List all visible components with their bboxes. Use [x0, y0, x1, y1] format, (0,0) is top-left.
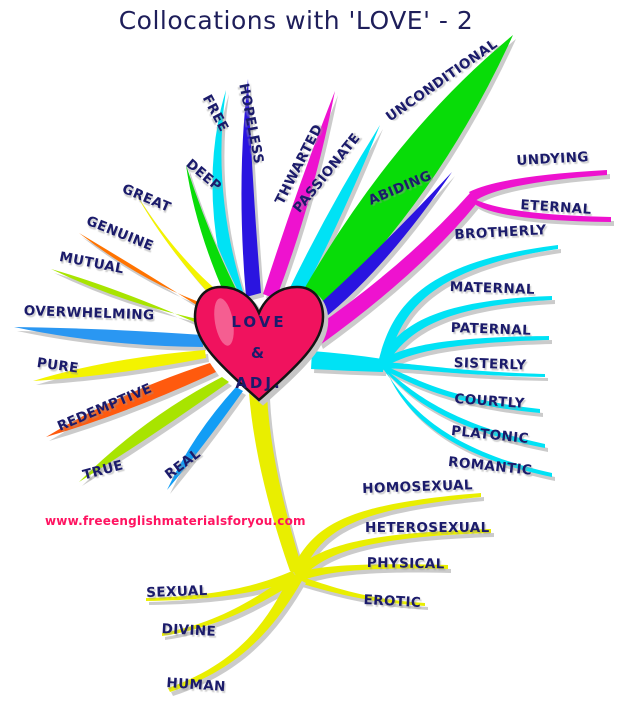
deep-branch: [186, 165, 239, 300]
undying-arm: [469, 170, 607, 201]
free-branch: [212, 90, 245, 303]
maternal-arm: [379, 296, 552, 364]
sisterly-arm: [379, 362, 545, 377]
brotherly-arm: [379, 245, 558, 363]
label-physical: PHYSICAL: [366, 555, 445, 573]
abiding-branch: [305, 172, 452, 327]
sexual-arm: [146, 571, 298, 601]
heart-highlight: [214, 298, 234, 346]
divine-arm: [162, 573, 298, 636]
bottom-trunk: [249, 393, 305, 577]
human-arm: [168, 573, 303, 692]
heart-word-love: LOVE: [231, 313, 287, 331]
heart-word-adj: ADJ.: [235, 374, 283, 392]
thwarted-branch: [263, 91, 335, 299]
eternal-arm: [472, 198, 611, 222]
hopeless-branch: [241, 79, 261, 297]
overwhelming-branch: [14, 327, 203, 347]
family-fan-trunk: [311, 351, 383, 372]
real-branch: [167, 387, 243, 490]
erotic-arm: [295, 575, 425, 606]
undying-eternal-trunk: [313, 193, 477, 345]
mutual-branch: [51, 269, 213, 328]
homosexual-arm: [292, 493, 481, 577]
unconditional-branch: [295, 35, 513, 318]
true-branch: [79, 377, 229, 482]
label-heterosexual: HETEROSEXUAL: [365, 520, 490, 536]
label-maternal: MATERNAL: [449, 279, 536, 298]
center-heart: [193, 285, 325, 402]
paternal-arm: [379, 336, 549, 367]
courtly-arm: [379, 364, 540, 413]
watermark: www.freeenglishmaterialsforyou.com: [45, 514, 306, 528]
passionate-branch: [284, 125, 380, 307]
label-paternal: PATERNAL: [450, 320, 532, 339]
heart-ampersand: &: [250, 344, 268, 362]
heterosexual-arm: [293, 529, 491, 579]
redemptive-branch: [46, 363, 216, 437]
label-erotic: EROTIC: [363, 592, 422, 611]
label-sisterly: SISTERLY: [453, 355, 527, 374]
page-title: Collocations with 'LOVE' - 2: [118, 6, 474, 35]
pure-branch: [33, 350, 206, 381]
physical-arm: [294, 564, 448, 581]
label-divine: DIVINE: [161, 621, 217, 640]
label-sexual: SEXUAL: [146, 582, 208, 601]
